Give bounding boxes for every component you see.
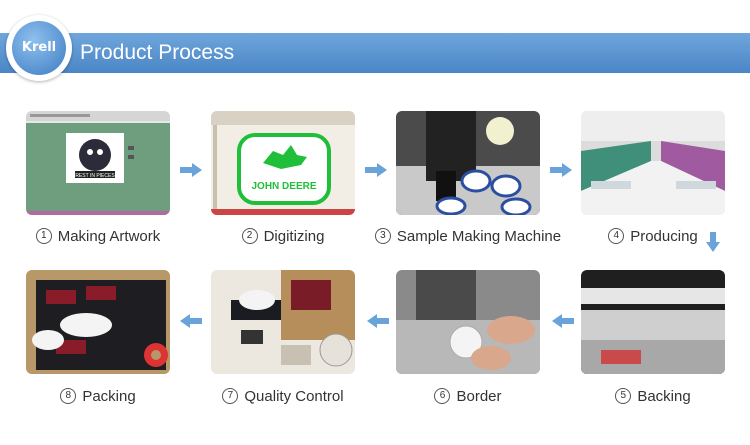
- step-4-number: 4: [608, 228, 625, 244]
- step-image-making-artwork: REST IN PIECES: [26, 111, 170, 215]
- step-2-number: 2: [241, 228, 258, 244]
- step-7-caption: 7 Quality Control: [211, 386, 355, 406]
- step-image-backing: [581, 270, 725, 374]
- page-title: Product Process: [80, 41, 235, 64]
- arrow-left-icon: [180, 314, 202, 328]
- arrow-right-icon: [550, 163, 572, 177]
- arrow-right-icon: [180, 163, 202, 177]
- step-image-sample-making-machine: [396, 111, 540, 215]
- step-6-caption: 6 Border: [396, 386, 540, 406]
- step-6-number: 6: [434, 388, 451, 404]
- step-image-border: [396, 270, 540, 374]
- logo-text: Krell: [21, 40, 57, 55]
- step-5-label: Backing: [637, 387, 691, 405]
- step-image-producing: [581, 111, 725, 215]
- arrow-down-icon: [706, 232, 720, 252]
- step-1-number: 1: [35, 228, 52, 244]
- arrow-left-icon: [367, 314, 389, 328]
- step-4-label: Producing: [630, 227, 698, 245]
- step-image-packing: [26, 270, 170, 374]
- arrow-left-icon: [552, 314, 574, 328]
- step-7-label: Quality Control: [244, 387, 344, 405]
- step-8-caption: 8 Packing: [26, 386, 170, 406]
- step-8-number: 8: [60, 388, 77, 404]
- step-5-number: 5: [615, 388, 632, 404]
- step-image-digitizing: JOHN DEERE: [211, 111, 355, 215]
- artwork-patch-text: REST IN PIECES: [75, 173, 115, 179]
- step-3-caption: 3 Sample Making Machine: [366, 226, 570, 246]
- digitizing-patch-text: JOHN DEERE: [251, 181, 316, 192]
- step-7-number: 7: [222, 388, 239, 404]
- step-1-caption: 1 Making Artwork: [26, 226, 170, 246]
- step-image-quality-control: [211, 270, 355, 374]
- step-3-label: Sample Making Machine: [396, 227, 562, 245]
- step-1-label: Making Artwork: [57, 227, 161, 245]
- step-4-caption: 4 Producing: [581, 226, 725, 246]
- arrow-right-icon: [365, 163, 387, 177]
- step-2-label: Digitizing: [263, 227, 325, 245]
- logo-badge: [12, 21, 66, 75]
- step-6-label: Border: [456, 387, 502, 405]
- step-5-caption: 5 Backing: [581, 386, 725, 406]
- header-bar: [0, 33, 750, 73]
- step-2-caption: 2 Digitizing: [211, 226, 355, 246]
- step-8-label: Packing: [82, 387, 136, 405]
- step-3-number: 3: [374, 228, 391, 244]
